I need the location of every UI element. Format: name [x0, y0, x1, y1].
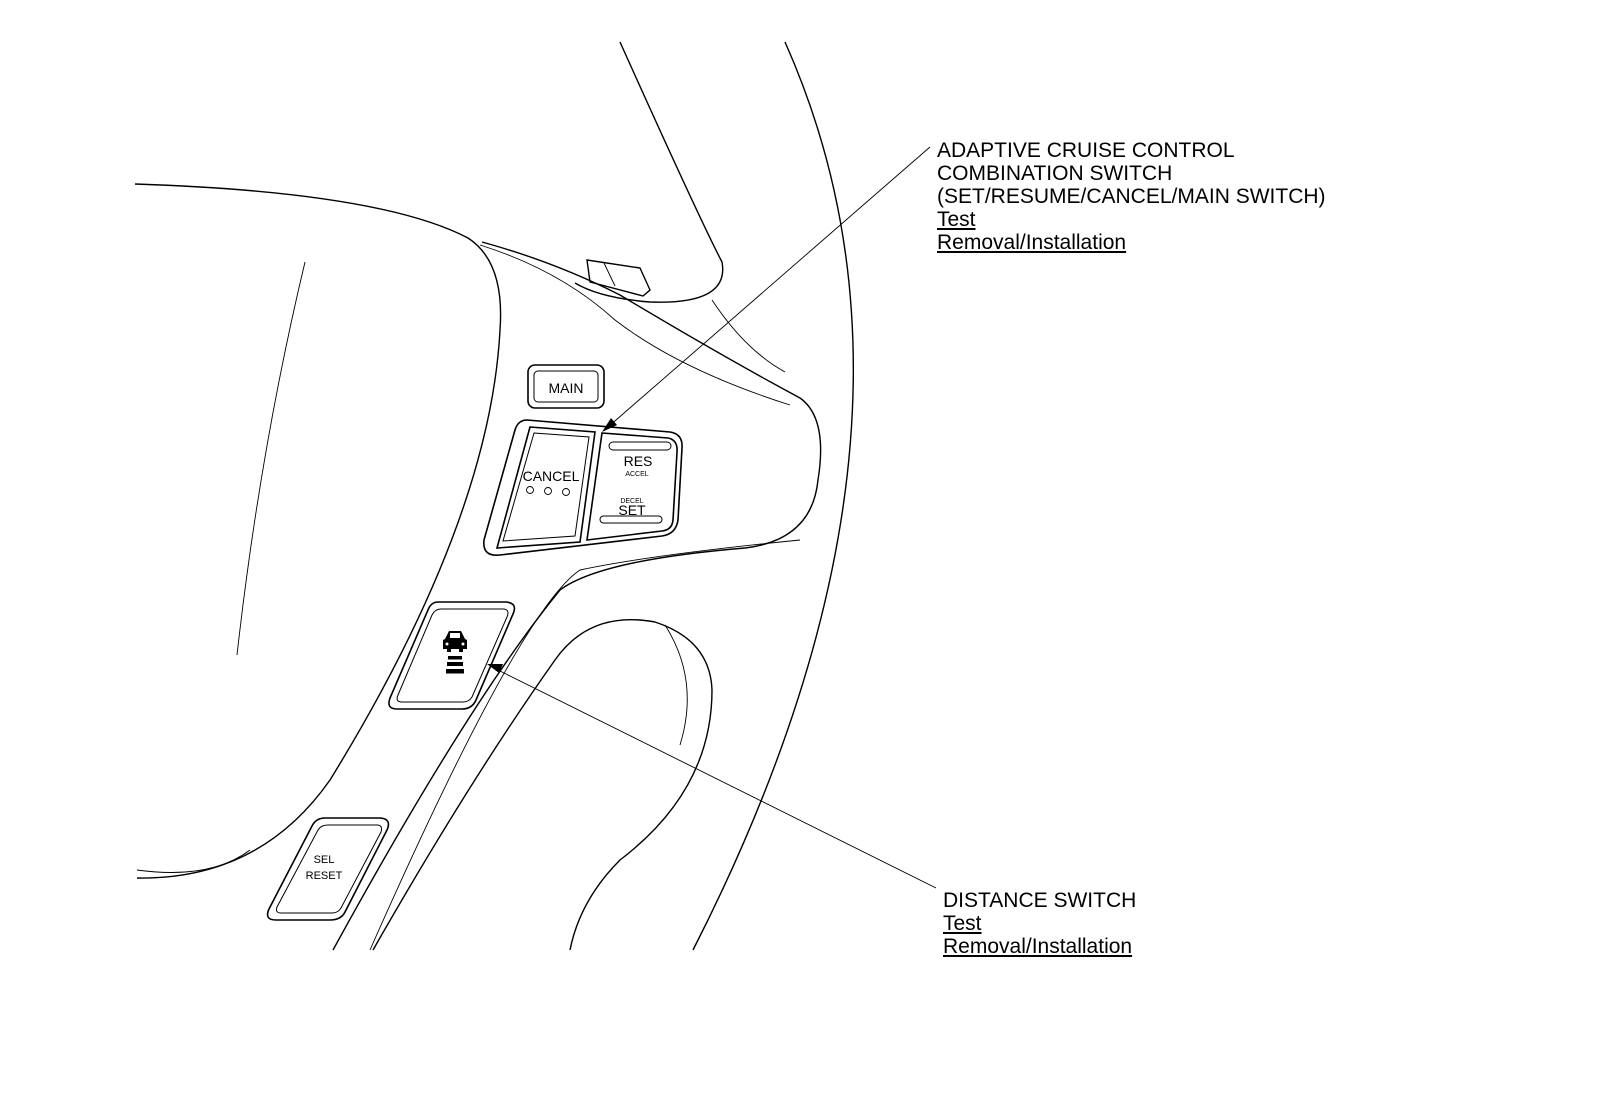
reset-label: RESET	[306, 870, 343, 882]
wheel-rim-inner-bottom	[569, 621, 713, 951]
cancel-button-label: CANCEL	[523, 468, 580, 484]
car-distance-icon	[443, 631, 467, 674]
spoke-outline	[332, 241, 822, 951]
sel-label: SEL	[314, 854, 335, 866]
cancel-dot-1	[526, 486, 534, 494]
decel-label: DECEL	[620, 498, 643, 505]
cancel-dot-2	[544, 487, 552, 495]
distance-switch-callout: DISTANCE SWITCH Test Removal/Installatio…	[943, 889, 1136, 958]
distance-test-link[interactable]: Test	[943, 912, 982, 935]
res-set-switch[interactable]: RES ACCEL DECEL SET	[586, 432, 678, 541]
spoke-lower-thin	[369, 539, 801, 951]
acc-test-link[interactable]: Test	[937, 208, 976, 231]
wheel-rim-lower-arc	[372, 618, 656, 951]
acc-removal-installation-link[interactable]: Removal/Installation	[937, 231, 1127, 254]
distance-switch[interactable]	[388, 601, 516, 710]
sel-reset-button[interactable]: SEL RESET	[266, 817, 390, 921]
acc-callout-line-3: (SET/RESUME/CANCEL/MAIN SWITCH)	[937, 185, 1326, 208]
hub-thin-contour	[236, 261, 306, 656]
wheel-rim-lower-thin	[664, 624, 688, 746]
set-label: SET	[618, 502, 646, 518]
wheel-rim-inner-top	[574, 41, 724, 303]
spoke-inner-contour	[479, 244, 791, 406]
acc-callout-line-1: ADAPTIVE CRUISE CONTROL	[937, 139, 1235, 162]
acc-callout-line-2: COMBINATION SWITCH	[937, 162, 1173, 185]
wheel-rim-outer	[692, 41, 854, 951]
accel-label: ACCEL	[625, 471, 648, 478]
acc-switch-callout: ADAPTIVE CRUISE CONTROL COMBINATION SWIT…	[937, 139, 1326, 254]
hub-bottom-thin	[136, 849, 251, 873]
distance-switch-leader	[487, 664, 937, 889]
distance-removal-installation-link[interactable]: Removal/Installation	[943, 935, 1133, 958]
main-button-label: MAIN	[549, 380, 584, 396]
hub-top-edge	[134, 183, 502, 879]
main-button[interactable]: MAIN	[527, 364, 605, 409]
cancel-button[interactable]: CANCEL	[495, 426, 596, 549]
cancel-dot-3	[562, 488, 570, 496]
paddle-shifter	[586, 259, 651, 297]
res-label: RES	[624, 453, 653, 469]
wheel-rim-inner-thin	[711, 299, 786, 373]
acc-switch-leader	[602, 146, 931, 432]
distance-callout-line-1: DISTANCE SWITCH	[943, 889, 1137, 912]
